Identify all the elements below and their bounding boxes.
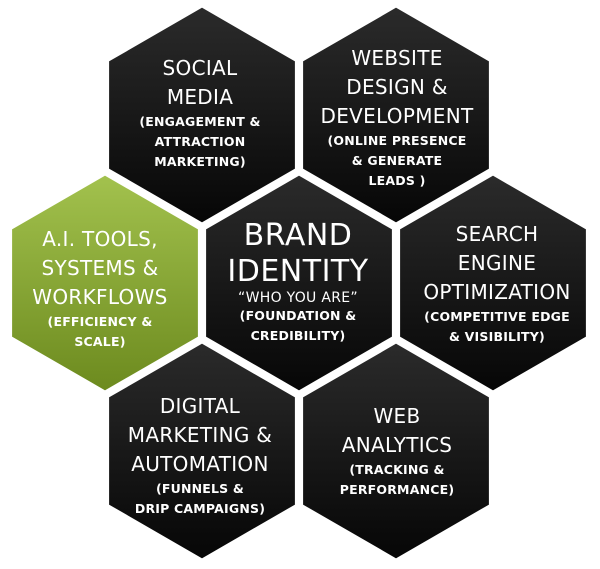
hex-subtitle-line: & VISIBILITY) bbox=[449, 329, 545, 344]
hex-digital-marketing: DIGITAL MARKETING & AUTOMATION (FUNNELS … bbox=[105, 392, 295, 519]
hex-subtitle-line: LEADS ) bbox=[368, 173, 426, 188]
hex-title-line: SYSTEMS & bbox=[41, 256, 159, 280]
hex-subtitle-line: PERFORMANCE) bbox=[339, 482, 455, 497]
hex-title-line: A.I. TOOLS, bbox=[42, 227, 158, 251]
hex-title-line: DIGITAL bbox=[159, 394, 241, 418]
hex-ai-tools: A.I. TOOLS, SYSTEMS & WORKFLOWS (EFFICIE… bbox=[5, 225, 195, 352]
hex-title-line: SEARCH bbox=[455, 222, 539, 246]
hex-website: WEBSITE DESIGN & DEVELOPMENT (ONLINE PRE… bbox=[302, 44, 492, 191]
hex-title-line: MEDIA bbox=[166, 85, 234, 109]
hex-brand-identity: BRAND IDENTITY “WHO YOU ARE” (FOUNDATION… bbox=[203, 218, 393, 346]
hexagon-website bbox=[300, 4, 492, 226]
hex-title-line: AUTOMATION bbox=[131, 452, 269, 476]
hex-subtitle-line: (ENGAGEMENT & bbox=[139, 114, 261, 129]
hex-subtitle-line: & GENERATE bbox=[351, 153, 443, 168]
hex-quote: “WHO YOU ARE” bbox=[238, 290, 358, 306]
hex-subtitle-line: DRIP CAMPAIGNS) bbox=[134, 501, 266, 516]
hex-subtitle-line: CREDIBILITY) bbox=[250, 328, 346, 343]
hex-title-line: IDENTITY bbox=[227, 254, 369, 289]
hex-title-line: DESIGN & bbox=[346, 75, 448, 99]
hex-title-line: MARKETING & bbox=[127, 423, 273, 447]
hex-subtitle-line: (ONLINE PRESENCE bbox=[327, 133, 467, 148]
hex-subtitle-line: (FOUNDATION & bbox=[239, 308, 357, 323]
hex-title-line: WORKFLOWS bbox=[32, 285, 168, 309]
hex-title-line: SOCIAL bbox=[162, 56, 238, 80]
hex-title-line: ENGINE bbox=[457, 251, 537, 275]
hex-subtitle-line: (EFFICIENCY & bbox=[47, 314, 153, 329]
hex-title-line: WEBSITE bbox=[351, 46, 443, 70]
hex-title-line: BRAND bbox=[243, 218, 353, 253]
hexagon-ai-tools bbox=[9, 172, 201, 394]
hex-subtitle-line: MARKETING) bbox=[154, 154, 246, 169]
hex-subtitle-line: (COMPETITIVE EDGE bbox=[424, 309, 570, 324]
hex-subtitle-line: ATTRACTION bbox=[154, 134, 246, 149]
hexagon-web-analytics bbox=[300, 340, 492, 562]
hexagon-seo bbox=[397, 172, 589, 394]
hexagon-social-media bbox=[106, 4, 298, 226]
hex-web-analytics: WEB ANALYTICS (TRACKING & PERFORMANCE) bbox=[302, 402, 492, 500]
hex-title-line: ANALYTICS bbox=[341, 433, 453, 457]
hexagon-digital-marketing bbox=[106, 340, 298, 562]
hex-seo: SEARCH ENGINE OPTIMIZATION (COMPETITIVE … bbox=[402, 220, 592, 347]
hex-title-line: WEB bbox=[373, 404, 421, 428]
hex-social-media: SOCIAL MEDIA (ENGAGEMENT & ATTRACTION MA… bbox=[105, 54, 295, 172]
hex-title-line: OPTIMIZATION bbox=[423, 280, 571, 304]
hex-subtitle-line: (TRACKING & bbox=[349, 462, 445, 477]
hex-subtitle-line: (FUNNELS & bbox=[155, 481, 245, 496]
hexagon-brand-identity bbox=[203, 172, 395, 394]
hex-title-line: DEVELOPMENT bbox=[320, 104, 474, 128]
hex-subtitle-line: SCALE) bbox=[74, 334, 126, 349]
